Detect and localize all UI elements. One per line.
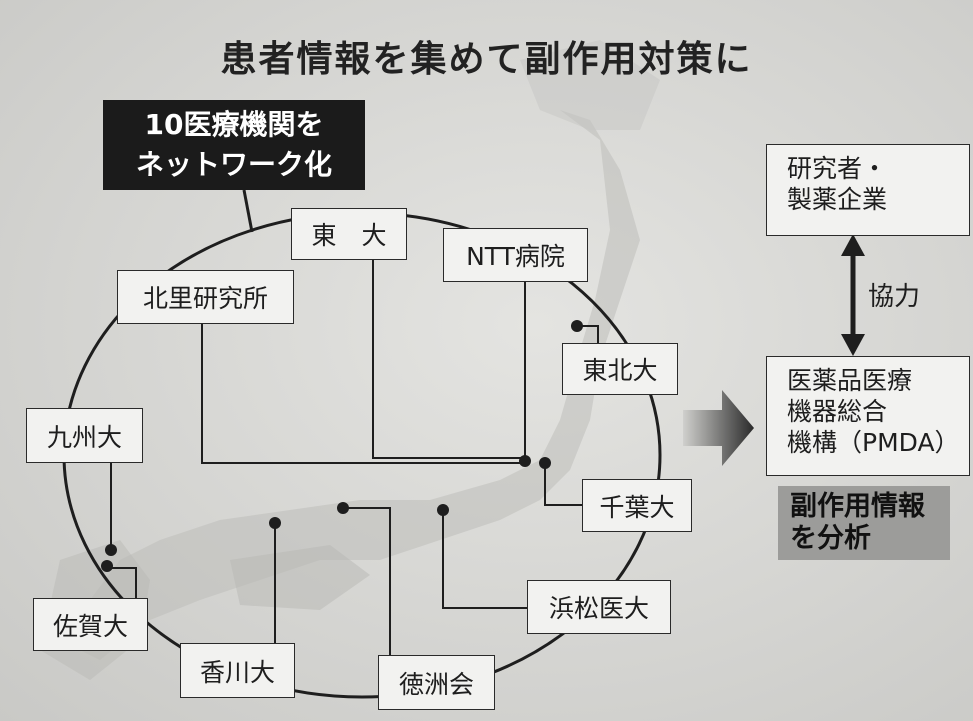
pmda-box: 医薬品医療 機器総合 機構（PMDA） [766, 356, 970, 476]
institution-saga: 佐賀大 [33, 598, 148, 651]
dot-tokushukai [337, 502, 349, 514]
institution-chiba: 千葉大 [582, 479, 692, 532]
connector-lines [107, 258, 599, 655]
callout-pointer [242, 189, 254, 233]
double-arrow-up-head [841, 234, 865, 256]
institution-ntt-hospital: NTT病院 [443, 228, 588, 282]
map-shikoku-shape [230, 545, 370, 610]
line-tohoku [577, 325, 599, 343]
dot-tohoku [571, 320, 583, 332]
institution-tohoku: 東北大 [562, 343, 678, 395]
callout-line-2: ネットワーク化 [135, 148, 332, 181]
double-arrow-down-head [841, 334, 865, 356]
pmda-line-1: 医薬品医療 [787, 366, 913, 395]
collaboration-label: 協力 [868, 282, 921, 312]
dot-kyushu [105, 544, 117, 556]
pmda-line-2: 機器総合 [787, 397, 888, 426]
dot-chiba [539, 457, 551, 469]
map-hokkaido-shape [520, 40, 660, 130]
page-title: 患者情報を集めて副作用対策に [220, 39, 753, 80]
institution-hamamatsu: 浜松医大 [527, 580, 671, 634]
line-hamamatsu [442, 510, 527, 609]
location-dots [101, 320, 583, 572]
analysis-line-2: を分析 [790, 523, 871, 554]
institution-kitasato: 北里研究所 [117, 270, 294, 324]
line-todai [372, 258, 525, 459]
pmda-line-3: 機構（PMDA） [787, 428, 960, 457]
line-kitasato [201, 322, 525, 464]
dot-saga [101, 560, 113, 572]
flow-arrow-icon [683, 390, 754, 466]
dot-hamamatsu [437, 504, 449, 516]
institution-tokushukai: 徳洲会 [378, 655, 495, 710]
researchers-line-2: 製薬企業 [787, 185, 888, 214]
researchers-box: 研究者・ 製薬企業 [766, 144, 970, 236]
analysis-line-1: 副作用情報 [790, 491, 925, 522]
institution-todai: 東 大 [291, 208, 407, 260]
dot-kagawa [269, 517, 281, 529]
line-chiba [544, 463, 582, 506]
institution-kagawa: 香川大 [180, 643, 295, 698]
line-saga [107, 567, 137, 605]
institution-kyushu: 九州大 [26, 408, 143, 463]
researchers-line-1: 研究者・ [787, 154, 888, 183]
callout-line-1: 10医療機関を [144, 108, 324, 141]
analysis-label: 副作用情報 を分析 [778, 486, 950, 560]
network-callout: 10医療機関を ネットワーク化 [103, 100, 365, 190]
line-tokushukai [343, 507, 391, 655]
dot-tokyo [519, 455, 531, 467]
